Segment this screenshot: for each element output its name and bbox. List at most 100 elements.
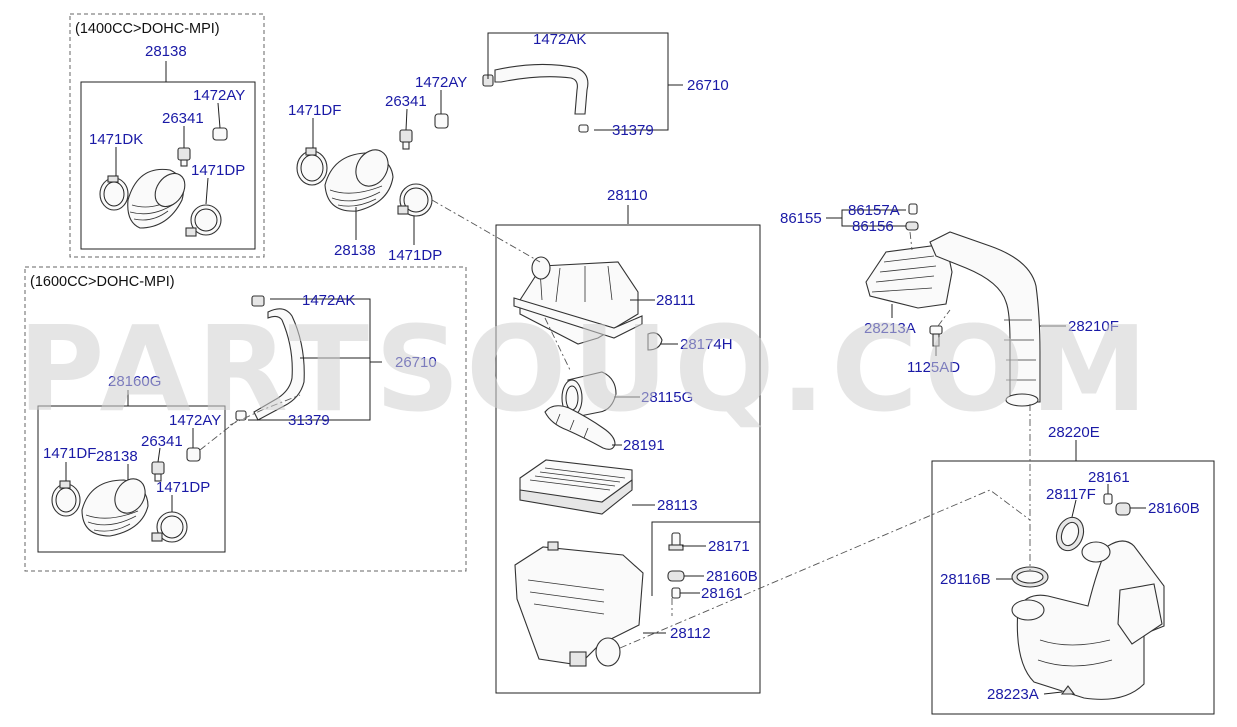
grommet-28160B-f[interactable] <box>1115 502 1131 516</box>
sensor-26341-a[interactable] <box>177 147 191 167</box>
label-f28160B[interactable]: 28160B <box>1148 500 1200 517</box>
label-b31379[interactable]: 31379 <box>612 122 654 139</box>
label-d28111[interactable]: 28111 <box>656 292 696 309</box>
grommet-1472AY-c[interactable] <box>186 447 201 462</box>
hose-26710-b[interactable] <box>482 63 589 133</box>
label-a1472AY[interactable]: 1472AY <box>193 87 245 104</box>
label-c28138[interactable]: 28138 <box>96 448 138 465</box>
group-1600cc-inner-box <box>37 405 226 553</box>
bolt-28171[interactable] <box>668 532 684 551</box>
label-e28213A[interactable]: 28213A <box>864 320 916 337</box>
label-e1125AD[interactable]: 1125AD <box>907 359 960 376</box>
label-d28160B[interactable]: 28160B <box>706 568 758 585</box>
ring-28117F[interactable] <box>1052 514 1088 555</box>
leader-f28223A <box>1043 691 1063 695</box>
label-e86155[interactable]: 86155 <box>780 210 822 227</box>
clamp-1471DP-a[interactable] <box>185 204 222 237</box>
label-b1471DP[interactable]: 1471DP <box>388 247 442 264</box>
group-1400cc-frame <box>69 13 265 258</box>
grommet-1472AY-a[interactable] <box>212 127 228 141</box>
insulator-28161-f[interactable] <box>1103 493 1113 505</box>
leader-a1471DP <box>205 177 209 205</box>
label-b1472AY[interactable]: 1472AY <box>415 74 467 91</box>
label-a1471DK[interactable]: 1471DK <box>89 131 143 148</box>
bracket-28213A[interactable] <box>865 243 953 309</box>
clamp-1471DK-a[interactable] <box>99 175 129 211</box>
label-f28161[interactable]: 28161 <box>1088 469 1130 486</box>
bracket-26710-c <box>248 298 371 421</box>
label-c1472AY[interactable]: 1472AY <box>169 412 221 429</box>
bolt-1125AD[interactable] <box>929 325 943 347</box>
label-c26341[interactable]: 26341 <box>141 433 183 450</box>
label-f28116B[interactable]: 28116B <box>940 571 991 588</box>
bracket-aircleaner-small <box>651 521 760 596</box>
label-d28113[interactable]: 28113 <box>657 497 698 514</box>
leader-c26341 <box>157 447 161 463</box>
label-b1471DF[interactable]: 1471DF <box>288 102 341 119</box>
grommet-1472AY-b[interactable] <box>434 113 449 129</box>
label-e28210F[interactable]: 28210F <box>1068 318 1119 335</box>
label-c1471DF[interactable]: 1471DF <box>43 445 96 462</box>
hose-28138-c[interactable] <box>81 473 151 537</box>
connector-nut-bracket <box>909 231 913 251</box>
clip-28223A[interactable] <box>1060 685 1076 695</box>
label-c1471DP[interactable]: 1471DP <box>156 479 210 496</box>
hose-28138-a[interactable] <box>127 168 191 229</box>
leader-b26341 <box>405 108 408 131</box>
group-1400cc-title: (1400CC>DOHC-MPI) <box>75 21 220 37</box>
group-1600cc-frame <box>24 266 467 572</box>
bolt-86157A[interactable] <box>908 203 918 215</box>
label-a28138[interactable]: 28138 <box>145 43 187 60</box>
aircleaner-box <box>495 224 761 694</box>
filter-28113[interactable] <box>519 459 633 515</box>
label-f28117F[interactable]: 28117F <box>1046 486 1096 503</box>
label-d28110[interactable]: 28110 <box>607 187 648 204</box>
label-e86157A[interactable]: 86157A <box>848 202 900 219</box>
label-b26341[interactable]: 26341 <box>385 93 427 110</box>
label-d28115G[interactable]: 28115G <box>641 389 693 406</box>
label-f28220E[interactable]: 28220E <box>1048 424 1100 441</box>
group-1600cc-title: (1600CC>DOHC-MPI) <box>30 274 175 290</box>
label-c28160G[interactable]: 28160G <box>108 373 161 390</box>
clamp-1471DP-c[interactable] <box>151 511 188 543</box>
leader-a1472AY <box>217 102 221 129</box>
duct-28115G[interactable] <box>561 371 617 419</box>
label-c1472AK[interactable]: 1472AK <box>302 292 355 309</box>
label-b26710[interactable]: 26710 <box>687 77 729 94</box>
label-b28138[interactable]: 28138 <box>334 242 376 259</box>
body-28112[interactable] <box>514 541 644 667</box>
clamp-1471DP-b[interactable] <box>397 183 433 217</box>
connector-hose-to-cover <box>431 199 541 263</box>
resonator-28220E[interactable] <box>1011 540 1165 700</box>
label-d28112[interactable]: 28112 <box>670 625 711 642</box>
hose-28191[interactable] <box>544 405 616 450</box>
label-c31379[interactable]: 31379 <box>288 412 330 429</box>
hose-28138-b[interactable] <box>324 144 394 212</box>
clamp-1471DF-b[interactable] <box>296 147 328 186</box>
cover-28111[interactable] <box>513 256 643 345</box>
ring-28116B[interactable] <box>1011 566 1049 588</box>
clip-28174H[interactable] <box>647 332 663 351</box>
leader-f28117F <box>1071 499 1077 518</box>
label-a1471DP[interactable]: 1471DP <box>191 162 245 179</box>
insulator-28161-d[interactable] <box>671 587 681 599</box>
label-e86156[interactable]: 86156 <box>852 218 894 235</box>
sensor-26341-b[interactable] <box>399 129 413 150</box>
label-d28171[interactable]: 28171 <box>708 538 750 555</box>
label-d28161[interactable]: 28161 <box>701 585 743 602</box>
label-c26710[interactable]: 26710 <box>395 354 437 371</box>
duct-28210F[interactable] <box>929 231 1041 407</box>
connector-body-to-resonator <box>619 489 1031 649</box>
label-f28223A[interactable]: 28223A <box>987 686 1039 703</box>
grommet-28160B-d[interactable] <box>667 570 685 582</box>
hose-26710-c[interactable] <box>235 295 305 421</box>
clamp-1471DF-c[interactable] <box>51 480 81 517</box>
label-d28191[interactable]: 28191 <box>623 437 665 454</box>
label-d28174H[interactable]: 28174H <box>680 336 733 353</box>
label-a26341[interactable]: 26341 <box>162 110 204 127</box>
label-b1472AK[interactable]: 1472AK <box>533 31 586 48</box>
nut-86156[interactable] <box>905 221 919 231</box>
group-1400cc-inner-box <box>80 81 256 250</box>
